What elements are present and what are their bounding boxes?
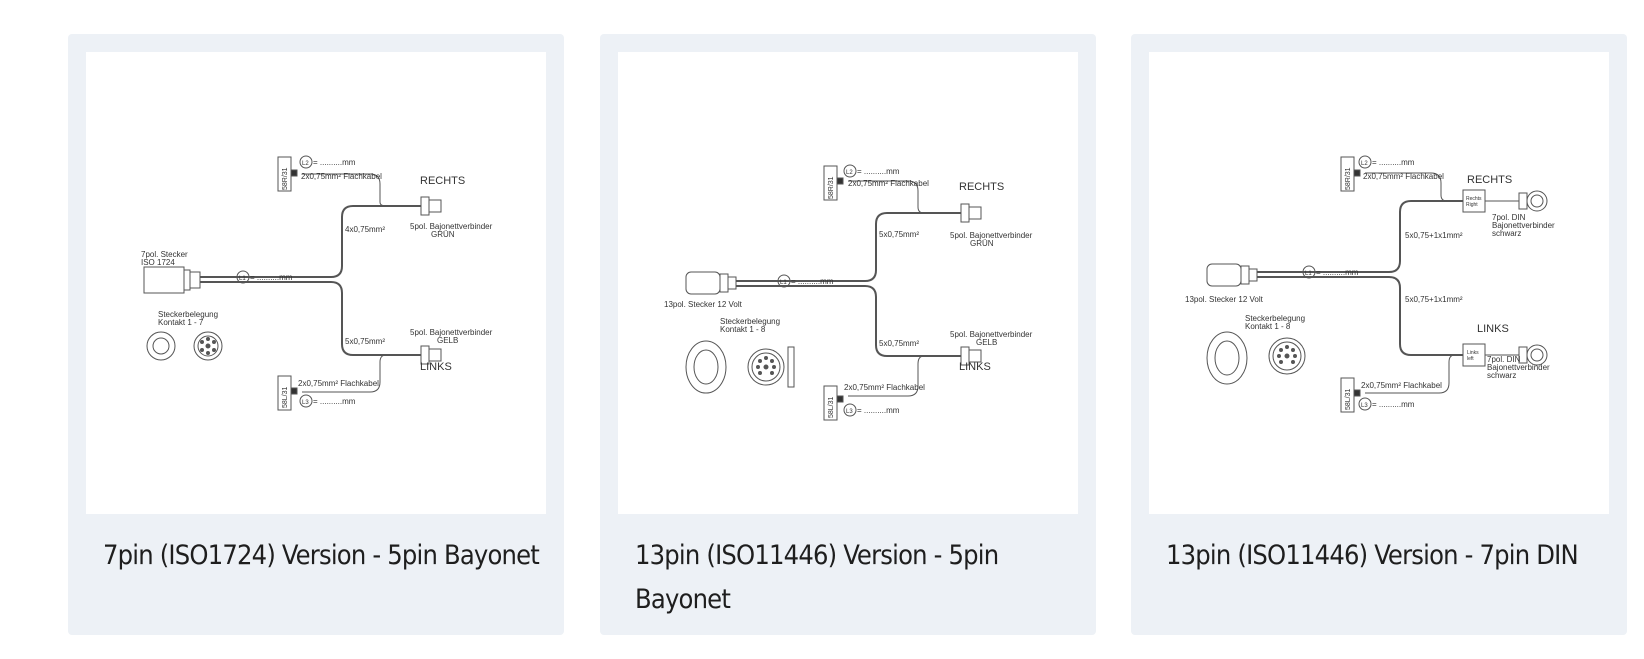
diagram-label: 58R/31 xyxy=(282,167,289,190)
wiring-diagram-image[interactable]: 13pol. Stecker 12 Volt Steckerbelegung K… xyxy=(1149,52,1609,514)
diagram-label: Links xyxy=(1467,350,1479,356)
diagram-label: L2 xyxy=(302,161,309,167)
wire-spec-bottom: 5x0,75mm² xyxy=(345,337,385,346)
right-label: RECHTS xyxy=(1467,174,1512,186)
cable-bottom xyxy=(200,281,421,356)
diagram-label: L1 xyxy=(780,280,787,286)
diagram-label: = ..........mm xyxy=(313,397,356,406)
pin-assignment-title: Steckerbelegung xyxy=(158,310,218,319)
diagram-label: 58R/31 xyxy=(828,176,835,199)
pin-assignment-title: Steckerbelegung xyxy=(720,317,780,326)
diagram-label: 2x0,75mm² Flachkabel xyxy=(1363,172,1444,181)
plug-label: 13pol. Stecker 12 Volt xyxy=(1185,295,1264,304)
plug-body xyxy=(685,271,721,295)
diagram-label: 2x0,75mm² Flachkabel xyxy=(1361,381,1442,390)
diagram-label: = ..........mm xyxy=(791,277,834,286)
diagram-label: 5pol. Bajonettverbinder xyxy=(950,231,1033,240)
plug-body xyxy=(143,266,185,294)
wiring-diagram: 13pol. Stecker 12 Volt Steckerbelegung K… xyxy=(1185,155,1555,413)
left-label: LINKS xyxy=(1477,323,1509,335)
diagram-label: L2 xyxy=(1361,161,1368,167)
plug-label: 13pol. Stecker 12 Volt xyxy=(664,300,743,309)
right-label: RECHTS xyxy=(420,175,465,187)
diagram-label: = ..........mm xyxy=(857,406,900,415)
diagram-label: L2 xyxy=(846,170,853,176)
diagram-label: 5x0,75mm² xyxy=(879,230,919,239)
card-title[interactable]: 13pin (ISO11446) Version - 7pin DIN xyxy=(1166,540,1579,571)
wiring-diagram-image[interactable]: 13pol. Stecker 12 Volt Steckerbelegung K… xyxy=(618,52,1078,514)
diagram-label: 5pol. Bajonettverbinder xyxy=(410,222,493,231)
cable-top xyxy=(200,205,421,278)
diagram-label: GRÜN xyxy=(431,230,455,239)
diagram-label: schwarz xyxy=(1487,371,1516,380)
diagram-label: ISO 1724 xyxy=(141,258,175,267)
diagram-label: Bajonettverbinder xyxy=(1492,221,1555,230)
left-label: LINKS xyxy=(420,361,452,373)
diagram-label: left xyxy=(1467,356,1474,362)
diagram-label: 58R/31 xyxy=(1345,167,1352,190)
diagram-label: Bajonettverbinder xyxy=(1487,363,1550,372)
diagram-label: GELB xyxy=(976,338,997,347)
diagram-label: Rechts xyxy=(1466,196,1482,202)
diagram-label: 2x0,75mm² Flachkabel xyxy=(848,179,929,188)
diagram-label: 5x0,75+1x1mm² xyxy=(1405,295,1463,304)
wiring-diagram-image[interactable]: 7pol. Stecker ISO 1724 Steckerbelegung K… xyxy=(86,52,546,514)
pin-assignment-title: Steckerbelegung xyxy=(1245,314,1305,323)
diagram-label: 2x0,75mm² Flachkabel xyxy=(298,379,379,388)
diagram-label: L3 xyxy=(1361,403,1368,409)
diagram-label: 58L/31 xyxy=(1345,388,1352,410)
diagram-label: L3 xyxy=(302,400,309,406)
card-title[interactable]: 13pin (ISO11446) Version - 5pin Bayonet xyxy=(635,540,999,615)
diagram-label: 58L/31 xyxy=(828,396,835,418)
wiring-diagram: 7pol. Stecker ISO 1724 Steckerbelegung K… xyxy=(141,155,493,411)
product-card-7pin-5pin-bayonet[interactable]: 7pol. Stecker ISO 1724 Steckerbelegung K… xyxy=(68,34,564,635)
diagram-label: = ..........mm xyxy=(1372,400,1415,409)
diagram-label: 5pol. Bajonettverbinder xyxy=(410,328,493,337)
wire-spec-top: 4x0,75mm² xyxy=(345,225,385,234)
diagram-label: 58L/31 xyxy=(282,386,289,408)
diagram-label: Kontakt 1 - 8 xyxy=(1245,322,1291,331)
diagram-label: 5x0,75mm² xyxy=(879,339,919,348)
diagram-label: GRÜN xyxy=(970,239,994,248)
diagram-label: Right xyxy=(1466,202,1478,208)
diagram-label: = ..........mm xyxy=(313,158,356,167)
product-card-13pin-5pin-bayonet[interactable]: 13pol. Stecker 12 Volt Steckerbelegung K… xyxy=(600,34,1096,635)
diagram-label: = ..........mm xyxy=(1316,268,1359,277)
diagram-label: L1 xyxy=(239,276,246,282)
diagram-label: 5pol. Bajonettverbinder xyxy=(950,330,1033,339)
diagram-label: L1 xyxy=(1305,271,1312,277)
diagram-label: 7pol. DIN xyxy=(1487,355,1521,364)
diagram-label: = ..........mm xyxy=(250,273,293,282)
plug-label: 7pol. Stecker xyxy=(141,250,188,259)
diagram-label: = ..........mm xyxy=(1372,158,1415,167)
diagram-label: 7pol. DIN xyxy=(1492,213,1526,222)
right-label: RECHTS xyxy=(959,181,1004,193)
diagram-label: schwarz xyxy=(1492,229,1521,238)
diagram-label: L3 xyxy=(846,409,853,415)
diagram-label: = ..........mm xyxy=(857,167,900,176)
product-card-13pin-7pin-din[interactable]: 13pol. Stecker 12 Volt Steckerbelegung K… xyxy=(1131,34,1627,635)
diagram-label: 2x0,75mm² Flachkabel xyxy=(844,383,925,392)
card-title[interactable]: 7pin (ISO1724) Version - 5pin Bayonet xyxy=(103,540,540,571)
flat-cable-label: 2x0,75mm² Flachkabel xyxy=(301,172,382,181)
diagram-label: Kontakt 1 - 7 xyxy=(158,318,204,327)
plug-body xyxy=(1206,263,1242,287)
diagram-label: 5x0,75+1x1mm² xyxy=(1405,231,1463,240)
wiring-diagram: 13pol. Stecker 12 Volt Steckerbelegung K… xyxy=(664,164,1033,421)
diagram-label: GELB xyxy=(437,336,458,345)
diagram-label: Kontakt 1 - 8 xyxy=(720,325,766,334)
left-label: LINKS xyxy=(959,361,991,373)
